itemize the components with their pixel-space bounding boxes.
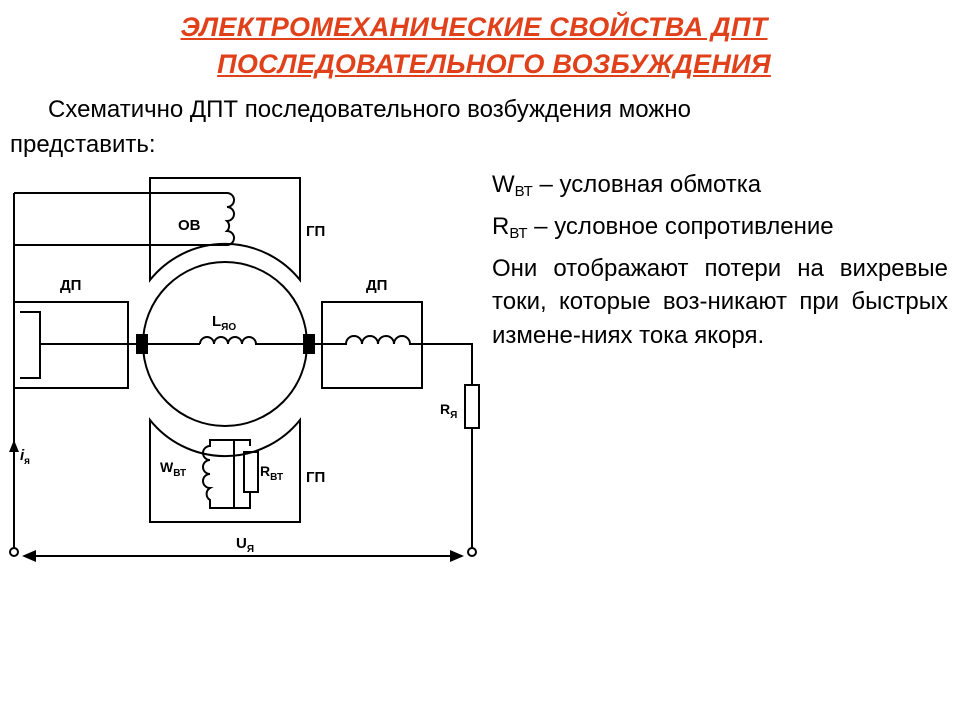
legend-rvt: RВТ – условное сопротивление — [492, 212, 834, 242]
field-winding-ov — [224, 192, 235, 246]
current-arrow-head — [9, 440, 19, 452]
terminal-right — [467, 547, 477, 557]
legend-wvt: WВТ – условная обмотка — [492, 171, 762, 200]
title-line-1: ЭЛЕКТРОМЕХАНИЧЕСКИЕ СВОЙСТВА ДПТ — [180, 12, 768, 42]
label-dp-right: ДП — [366, 277, 387, 294]
field-winding-wire — [13, 192, 227, 548]
label-dp-left: ДП — [60, 277, 81, 294]
label-iy: iя — [20, 447, 30, 467]
dp-right-coil — [315, 335, 473, 385]
intro-line-2: представить: — [10, 130, 156, 158]
terminal-left — [9, 547, 19, 557]
legend: WВТ – условная обмотка RВТ – условное со… — [492, 168, 948, 352]
label-ov: ОВ — [178, 217, 201, 234]
uy-arrow-left-head — [22, 550, 36, 562]
brush-right — [303, 334, 315, 354]
title-line-2: ПОСЛЕДОВАТЕЛЬНОГО ВОЗБУЖДЕНИЯ — [217, 49, 771, 79]
wvt-coil — [202, 439, 235, 509]
ry-resistor — [464, 384, 480, 429]
label-rvt: RВТ — [260, 463, 283, 483]
intro-line-1: Схематично ДПТ последовательного возбужд… — [48, 96, 691, 123]
motor-circuit-diagram: ОВ ГП ГП ДП ДП LЯО RЯ WВТ RВТ iя UЯ — [9, 177, 480, 562]
label-wvt: WВТ — [160, 459, 186, 479]
label-gp-bottom: ГП — [306, 469, 325, 486]
left-dp-wire — [20, 311, 41, 379]
label-gp-top: ГП — [306, 223, 325, 240]
label-ry: RЯ — [440, 401, 457, 421]
main-pole-bottom — [149, 417, 301, 523]
label-uy: UЯ — [236, 535, 254, 555]
rvt-resistor — [243, 451, 259, 493]
legend-paragraph: Они отображают потери на вихревые токи, … — [492, 254, 948, 349]
intro-text: Схематично ДПТ последовательного возбужд… — [10, 93, 940, 163]
label-lyo: LЯО — [212, 313, 236, 333]
uy-arrow-right-head — [450, 550, 464, 562]
brush-left — [136, 334, 148, 354]
lyo-coil — [199, 336, 315, 345]
wvt-wire — [228, 439, 251, 509]
